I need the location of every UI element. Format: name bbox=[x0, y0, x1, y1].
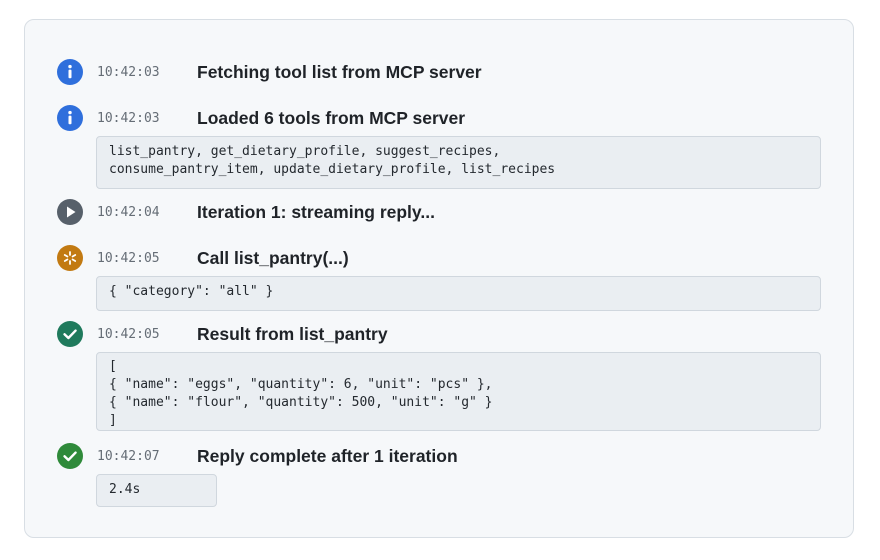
log-entry-loaded-tools: 10:42:03 Loaded 6 tools from MCP server bbox=[57, 104, 819, 132]
log-timestamp: 10:42:03 bbox=[97, 110, 160, 126]
play-icon bbox=[57, 199, 83, 225]
tool-call-args-code-block: { "category": "all" } bbox=[96, 276, 821, 311]
log-timestamp: 10:42:05 bbox=[97, 250, 160, 266]
info-icon bbox=[57, 59, 83, 85]
log-timestamp: 10:42:05 bbox=[97, 326, 160, 342]
check-circle-icon bbox=[57, 321, 83, 347]
code-line: list_pantry, get_dietary_profile, sugges… bbox=[109, 144, 501, 159]
log-entry-tool-call: 10:42:05 Call list_pantry(...) bbox=[57, 244, 819, 272]
log-timestamp: 10:42:03 bbox=[97, 64, 160, 80]
info-icon bbox=[57, 105, 83, 131]
log-title: Iteration 1: streaming reply... bbox=[197, 201, 435, 222]
log-title: Call list_pantry(...) bbox=[197, 247, 349, 268]
check-circle-icon bbox=[57, 443, 83, 469]
code-line: { "category": "all" } bbox=[109, 284, 274, 299]
code-line: ] bbox=[109, 413, 117, 428]
activity-log-panel: 10:42:03 Fetching tool list from MCP ser… bbox=[24, 19, 854, 538]
tool-call-icon bbox=[57, 245, 83, 271]
log-title: Reply complete after 1 iteration bbox=[197, 445, 458, 466]
code-line: [ bbox=[109, 359, 117, 374]
log-entry-result: 10:42:05 Result from list_pantry bbox=[57, 320, 819, 348]
log-timestamp: 10:42:04 bbox=[97, 204, 160, 220]
log-timestamp: 10:42:07 bbox=[97, 448, 160, 464]
log-entry-iteration: 10:42:04 Iteration 1: streaming reply... bbox=[57, 198, 819, 226]
log-title: Loaded 6 tools from MCP server bbox=[197, 107, 466, 128]
code-line: consume_pantry_item, update_dietary_prof… bbox=[109, 162, 556, 177]
tool-result-code-block: [ { "name": "eggs", "quantity": 6, "unit"… bbox=[96, 352, 821, 431]
code-line: 2.4s bbox=[109, 482, 141, 497]
tool-list-code-block: list_pantry, get_dietary_profile, sugges… bbox=[96, 136, 821, 189]
code-line: { "name": "eggs", "quantity": 6, "unit":… bbox=[109, 377, 493, 392]
log-entry-complete: 10:42:07 Reply complete after 1 iteratio… bbox=[57, 442, 819, 470]
log-title: Result from list_pantry bbox=[197, 323, 388, 344]
log-entry-fetching: 10:42:03 Fetching tool list from MCP ser… bbox=[57, 58, 819, 86]
log-title: Fetching tool list from MCP server bbox=[197, 61, 482, 82]
code-line: { "name": "flour", "quantity": 500, "uni… bbox=[109, 395, 493, 410]
duration-badge: 2.4s bbox=[96, 474, 217, 507]
